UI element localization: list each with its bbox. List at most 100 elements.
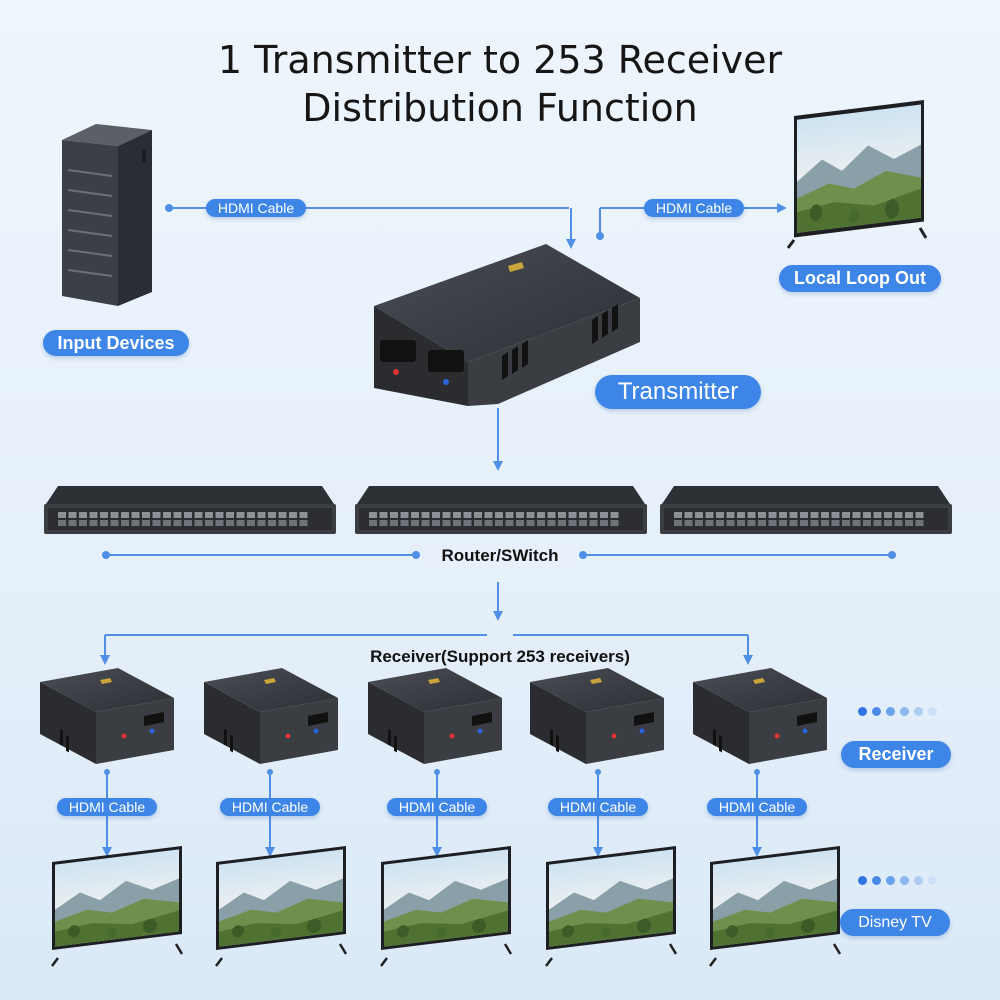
switch-port xyxy=(205,520,213,526)
switch-port xyxy=(610,520,619,526)
receivers-caption: Receiver(Support 253 receivers) xyxy=(370,647,630,666)
switch-port xyxy=(215,520,224,526)
switch-port xyxy=(547,520,556,526)
page-title-line-2: Distribution Function xyxy=(302,86,698,130)
switch-port xyxy=(100,520,108,526)
switch-port xyxy=(369,520,377,526)
switch-port xyxy=(379,512,388,518)
switch-port xyxy=(194,520,203,526)
switch-port xyxy=(299,520,308,526)
tv-icon xyxy=(709,846,842,967)
hdmi-cable-label-receiver-4: HDMI Cable xyxy=(548,798,648,816)
switch-port xyxy=(247,520,255,526)
switch-port xyxy=(852,520,861,526)
switch-port xyxy=(278,520,287,526)
input-devices-label: Input Devices xyxy=(43,330,189,356)
switch-port xyxy=(831,520,840,526)
switch-port xyxy=(600,520,608,526)
switch-port xyxy=(789,512,798,518)
switch-port xyxy=(695,512,703,518)
switch-port xyxy=(215,512,224,518)
switch-port xyxy=(505,512,514,518)
switch-port xyxy=(474,520,482,526)
switch-port xyxy=(100,512,108,518)
switch-port xyxy=(852,512,861,518)
hdmi-cable-label-receiver-5: HDMI Cable xyxy=(707,798,807,816)
decorative-dots-tv xyxy=(858,876,937,885)
switch-port xyxy=(131,512,140,518)
switch-port xyxy=(463,520,472,526)
switch-port xyxy=(905,520,913,526)
switch-port xyxy=(432,512,440,518)
switch-port xyxy=(905,512,913,518)
switch-port xyxy=(194,512,203,518)
switch-port xyxy=(547,512,556,518)
switch-port xyxy=(110,512,119,518)
transmitter-box-icon xyxy=(374,244,640,406)
switch-port xyxy=(684,512,693,518)
switch-port xyxy=(257,512,266,518)
decorative-dot xyxy=(928,707,937,716)
switch-port xyxy=(110,520,119,526)
switch-port xyxy=(152,520,161,526)
switch-port xyxy=(268,512,276,518)
decorative-dot xyxy=(858,707,867,716)
switch-port xyxy=(390,512,398,518)
switch-port xyxy=(537,512,545,518)
local-loop-out-label: Local Loop Out xyxy=(779,265,941,292)
switch-port xyxy=(400,520,409,526)
decorative-dot xyxy=(872,707,881,716)
switch-port xyxy=(600,512,608,518)
switch-port xyxy=(89,520,98,526)
hdmi-cable-label-input: HDMI Cable xyxy=(206,199,306,217)
switch-port xyxy=(758,512,766,518)
pc-tower-icon xyxy=(62,124,152,306)
tv-icon xyxy=(215,846,348,967)
switch-port xyxy=(674,512,682,518)
network-switch-icon xyxy=(44,486,952,534)
switch-port xyxy=(526,520,535,526)
switch-ports xyxy=(58,512,924,526)
switch-port xyxy=(516,520,524,526)
switch-port xyxy=(779,520,787,526)
decorative-dot xyxy=(914,876,923,885)
decorative-dot xyxy=(900,876,909,885)
router-switch-label: Router/SWitch xyxy=(424,546,576,566)
decorative-dot xyxy=(914,707,923,716)
switch-port xyxy=(768,520,777,526)
switch-port xyxy=(915,520,924,526)
switch-port xyxy=(163,512,171,518)
switch-port xyxy=(278,512,287,518)
switch-port xyxy=(894,512,903,518)
decorative-dot xyxy=(872,876,881,885)
switch-port xyxy=(810,520,819,526)
switch-port xyxy=(369,512,377,518)
switch-port xyxy=(800,512,808,518)
switch-port xyxy=(747,520,756,526)
switch-port xyxy=(474,512,482,518)
disney-tv-label: Disney TV xyxy=(840,909,950,936)
switch-port xyxy=(884,520,892,526)
switch-port xyxy=(821,520,829,526)
tv-icon xyxy=(545,846,678,967)
switch-port xyxy=(873,512,882,518)
switch-port xyxy=(737,512,745,518)
switch-port xyxy=(173,512,182,518)
switch-port xyxy=(289,512,297,518)
switch-port xyxy=(142,520,150,526)
switch-port xyxy=(131,520,140,526)
switch-port xyxy=(568,512,577,518)
tv-icon xyxy=(51,846,184,967)
switch-port xyxy=(589,520,598,526)
switch-port xyxy=(58,512,66,518)
switch-port xyxy=(758,520,766,526)
switch-port xyxy=(505,520,514,526)
switch-port xyxy=(173,520,182,526)
hdmi-cable-label-receiver-3: HDMI Cable xyxy=(387,798,487,816)
switch-port xyxy=(299,512,308,518)
switch-port xyxy=(495,512,503,518)
switch-port xyxy=(695,520,703,526)
decorative-dot xyxy=(886,876,895,885)
